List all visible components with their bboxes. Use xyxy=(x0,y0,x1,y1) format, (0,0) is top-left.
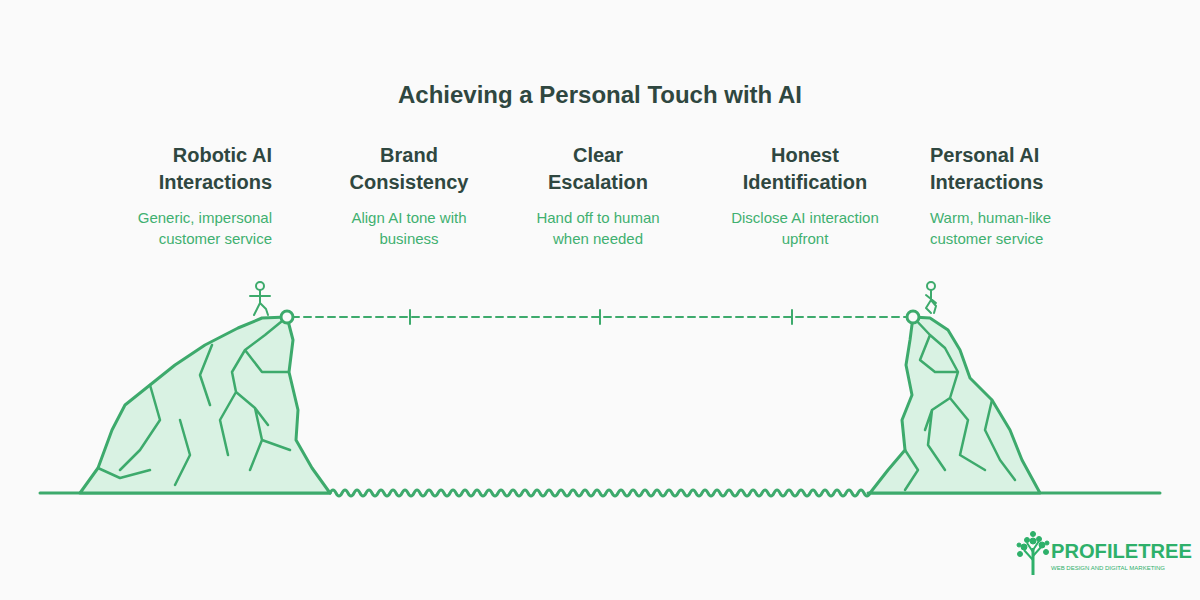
right-cliff xyxy=(870,317,1040,493)
cliff-crack xyxy=(905,317,1015,490)
logo-icon xyxy=(1017,532,1049,576)
cliff-crack xyxy=(98,317,290,485)
rope-anchor xyxy=(281,311,293,323)
rope-anchor xyxy=(907,311,919,323)
column-body: Align AI tone with business xyxy=(329,207,489,249)
column-body: Disclose AI interaction upfront xyxy=(730,207,880,249)
stick-figure xyxy=(926,282,936,313)
left-cliff xyxy=(80,317,330,493)
logo-tagline: WEB DESIGN AND DIGITAL MARKETING xyxy=(1051,564,1196,572)
column-body: Warm, human-like customer service xyxy=(930,207,1085,249)
column-heading: Honest Identification xyxy=(725,142,885,196)
column-heading: Personal AI Interactions xyxy=(930,142,1090,196)
diagram-title: Achieving a Personal Touch with AI xyxy=(0,80,1200,110)
column-heading: Clear Escalation xyxy=(523,142,673,196)
water-waves xyxy=(330,490,870,496)
logo-text: PROFILETREE xyxy=(1051,538,1191,564)
column-body: Generic, impersonal customer service xyxy=(102,207,272,249)
column-heading: Brand Consistency xyxy=(334,142,484,196)
column-body: Hand off to human when needed xyxy=(518,207,678,249)
rope-tick xyxy=(410,310,792,324)
stick-figure xyxy=(250,282,270,315)
column-heading: Robotic AI Interactions xyxy=(102,142,272,196)
